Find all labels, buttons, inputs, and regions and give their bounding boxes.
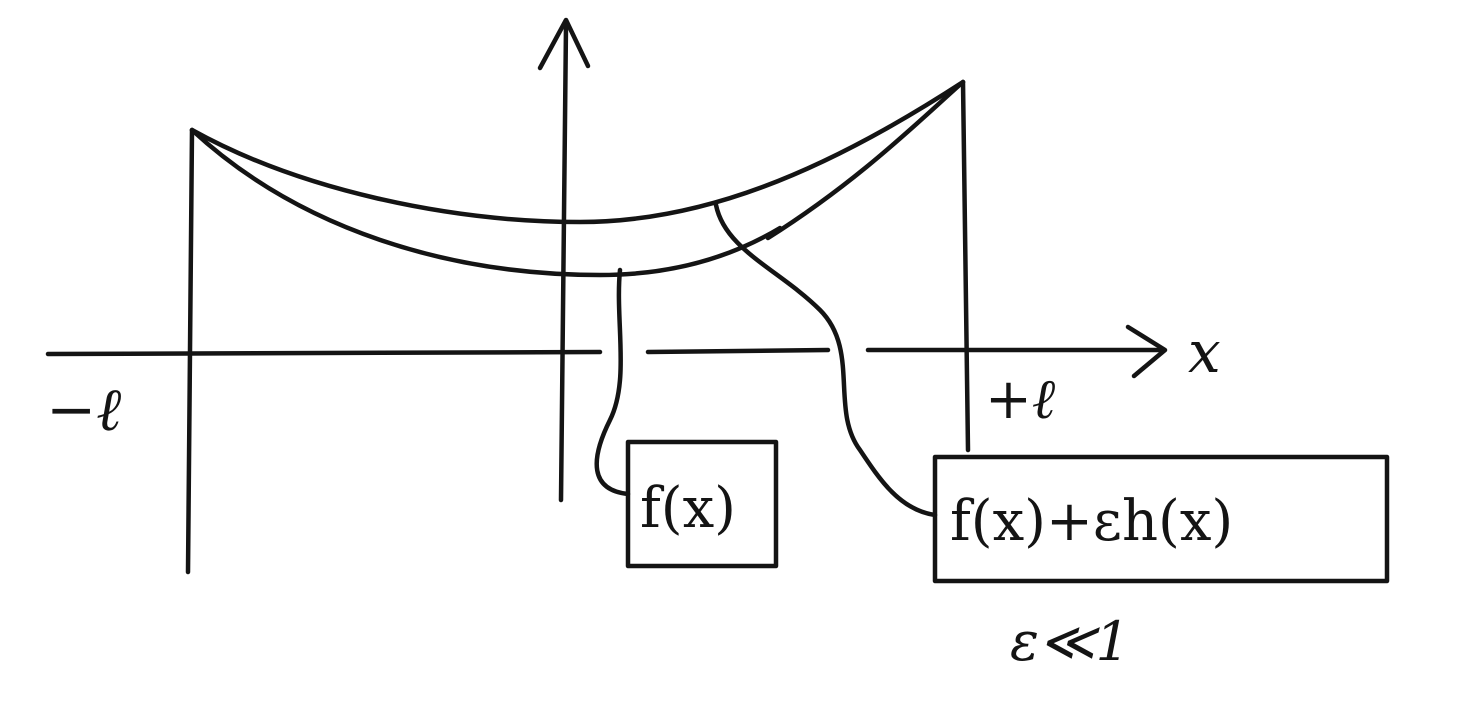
left-boundary-line [185, 127, 195, 575]
right-boundary-line [960, 79, 971, 453]
box-perturbed-text: f(x)+εh(x) [950, 489, 1233, 554]
curve-f [189, 79, 966, 225]
leader-line-f [594, 267, 631, 497]
leader-line-perturbed [713, 202, 938, 518]
x-axis [45, 324, 1168, 379]
y-axis-arrowhead [537, 17, 591, 71]
x-axis-label: x [1188, 318, 1221, 386]
left-endpoint-label: −ℓ [46, 375, 121, 445]
small-epsilon-condition: ε≪1 [1010, 610, 1130, 673]
curve-perturbed [189, 79, 966, 278]
box-perturbed: f(x)+εh(x) [932, 454, 1390, 584]
x-axis-arrowhead [1125, 324, 1168, 379]
y-axis [537, 17, 591, 503]
box-f-text: f(x) [640, 476, 736, 541]
box-f: f(x) [625, 439, 779, 569]
right-endpoint-label: +ℓ [985, 367, 1056, 432]
